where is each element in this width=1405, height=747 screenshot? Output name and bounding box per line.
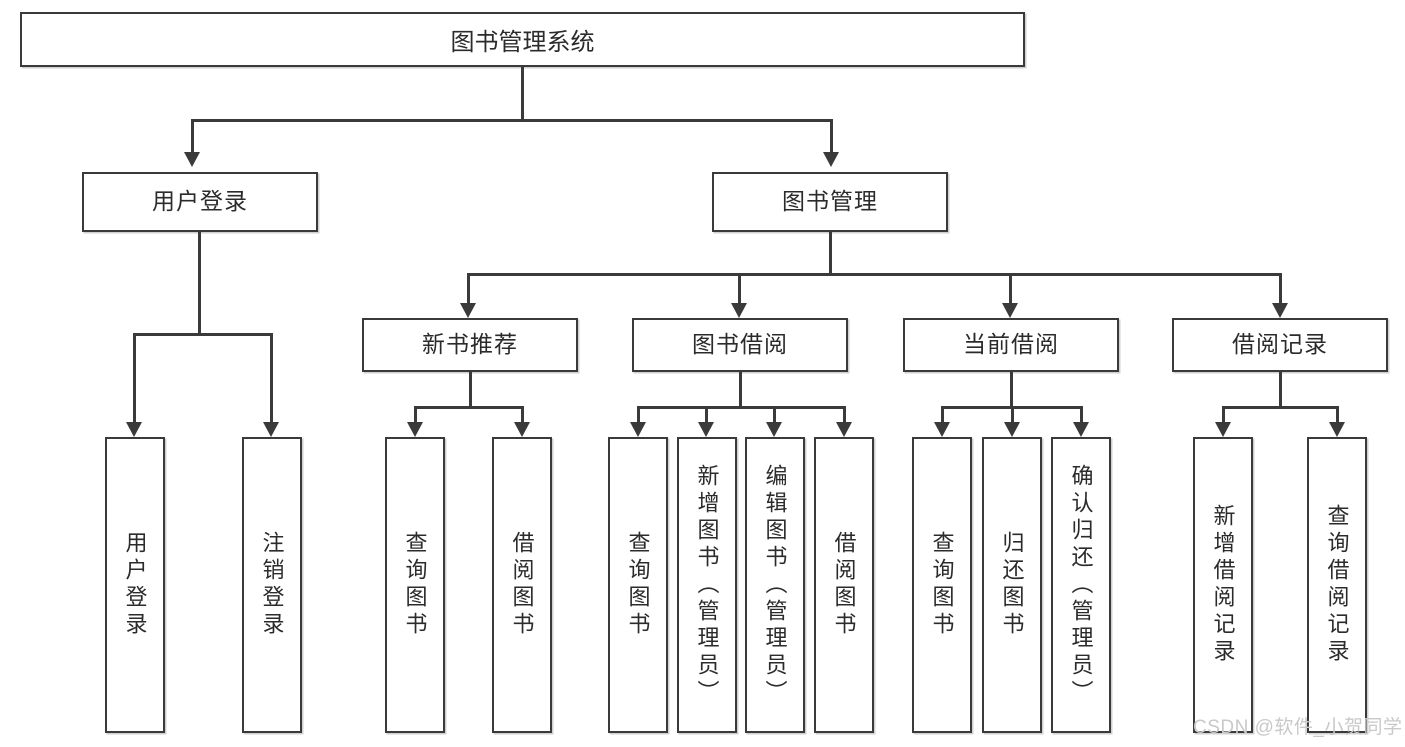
edge-new-book-bar — [414, 406, 524, 409]
arrow-user-login-child2 — [263, 422, 279, 437]
leaf-borrow-book-newbook[interactable]: 借阅图书 — [492, 437, 552, 733]
csdn-watermark: CSDN @软件_小贺同学 — [1193, 717, 1403, 738]
leaf-query-book-borrow[interactable]: 查询图书 — [608, 437, 668, 733]
edge-borrow-record-l2 — [1336, 406, 1339, 422]
edge-new-book-l1 — [414, 406, 417, 422]
node-new-book-recommend[interactable]: 新书推荐 — [362, 318, 578, 372]
leaf-edit-book-admin[interactable]: 编辑图书（管理员） — [745, 437, 805, 733]
node-book-borrow[interactable]: 图书借阅 — [632, 318, 848, 372]
edge-borrow-record-bar — [1222, 406, 1339, 409]
arrow-book-mgmt-c4 — [1272, 303, 1288, 318]
leaf-borrow-book[interactable]: 借阅图书 — [814, 437, 874, 733]
edge-user-login-bar — [133, 333, 272, 336]
edge-root-bar — [191, 119, 832, 122]
edge-book-borrow-l2 — [705, 406, 708, 422]
edge-book-mgmt-c1 — [467, 273, 470, 303]
node-current-borrow[interactable]: 当前借阅 — [903, 318, 1119, 372]
edge-new-book-stem — [469, 372, 472, 406]
leaf-confirm-return-admin[interactable]: 确认归还（管理员） — [1051, 437, 1111, 733]
edge-book-borrow-stem — [739, 372, 742, 406]
arrow-current-borrow-l3 — [1073, 422, 1089, 437]
edge-user-login-child2 — [270, 333, 273, 422]
arrow-current-borrow-l1 — [934, 422, 950, 437]
edge-current-borrow-l3 — [1080, 406, 1083, 422]
node-root-system[interactable]: 图书管理系统 — [20, 12, 1025, 67]
arrow-root-to-book-mgmt — [823, 152, 839, 167]
leaf-return-book[interactable]: 归还图书 — [982, 437, 1042, 733]
leaf-add-borrow-record[interactable]: 新增借阅记录 — [1193, 437, 1253, 733]
arrow-borrow-record-l2 — [1329, 422, 1345, 437]
arrow-current-borrow-l2 — [1004, 422, 1020, 437]
leaf-query-book-current[interactable]: 查询图书 — [912, 437, 972, 733]
arrow-new-book-l2 — [514, 422, 530, 437]
edge-current-borrow-l2 — [1011, 406, 1014, 422]
node-user-login[interactable]: 用户登录 — [82, 172, 318, 232]
arrow-book-borrow-l3 — [766, 422, 782, 437]
arrow-book-mgmt-c1 — [460, 303, 476, 318]
edge-user-login-child1 — [133, 333, 136, 422]
edge-book-borrow-l1 — [637, 406, 640, 422]
edge-book-mgmt-stem — [829, 232, 832, 273]
arrow-borrow-record-l1 — [1215, 422, 1231, 437]
edge-book-mgmt-bar — [467, 273, 1281, 276]
edge-book-borrow-bar — [637, 406, 845, 409]
leaf-query-borrow-record[interactable]: 查询借阅记录 — [1307, 437, 1367, 733]
edge-root-to-book-mgmt — [830, 119, 833, 152]
arrow-new-book-l1 — [407, 422, 423, 437]
arrow-book-mgmt-c3 — [1002, 303, 1018, 318]
edge-borrow-record-stem — [1279, 372, 1282, 406]
leaf-add-book-admin[interactable]: 新增图书（管理员） — [677, 437, 737, 733]
edge-current-borrow-stem — [1010, 372, 1013, 406]
edge-book-mgmt-c3 — [1009, 273, 1012, 303]
edge-new-book-l2 — [521, 406, 524, 422]
edge-borrow-record-l1 — [1222, 406, 1225, 422]
edge-book-borrow-l4 — [843, 406, 846, 422]
leaf-logout[interactable]: 注销登录 — [242, 437, 302, 733]
edge-current-borrow-l1 — [941, 406, 944, 422]
edge-book-mgmt-c2 — [738, 273, 741, 303]
arrow-book-borrow-l2 — [698, 422, 714, 437]
leaf-user-login[interactable]: 用户登录 — [105, 437, 165, 733]
edge-user-login-stem — [198, 232, 201, 333]
arrow-user-login-child1 — [126, 422, 142, 437]
edge-root-stem — [521, 67, 524, 119]
arrow-root-to-user-login — [184, 152, 200, 167]
edge-root-to-user-login — [191, 119, 194, 152]
leaf-query-book-newbook[interactable]: 查询图书 — [385, 437, 445, 733]
edge-book-mgmt-c4 — [1279, 273, 1282, 303]
node-book-management[interactable]: 图书管理 — [712, 172, 948, 232]
arrow-book-mgmt-c2 — [731, 303, 747, 318]
node-borrow-record[interactable]: 借阅记录 — [1172, 318, 1388, 372]
arrow-book-borrow-l1 — [630, 422, 646, 437]
edge-book-borrow-l3 — [773, 406, 776, 422]
arrow-book-borrow-l4 — [836, 422, 852, 437]
